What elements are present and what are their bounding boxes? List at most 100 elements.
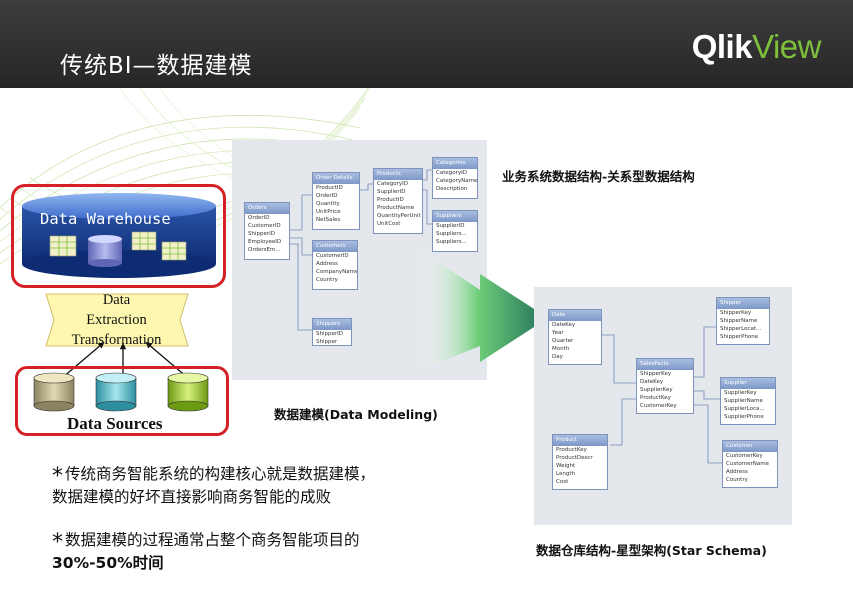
- bullet-line: 数据建模的过程通常占整个商务智能项目的: [65, 531, 360, 549]
- table-field: CustomerName: [726, 461, 769, 467]
- bullet-line: 传统商务智能系统的构建核心就是数据建模，: [65, 465, 376, 483]
- relational-links: [290, 169, 432, 331]
- table-field: ProductKey: [556, 447, 587, 453]
- table-supplier[interactable]: Supplier SupplierKey SupplierName Suppli…: [720, 377, 776, 425]
- table-field: ProductDescr: [556, 455, 593, 461]
- table-field: Quantity: [316, 201, 340, 207]
- table-title: Shipper: [717, 298, 769, 309]
- table-orders[interactable]: Orders OrderID CustomerID ShipperID Empl…: [244, 202, 290, 260]
- bullet-point-2: *数据建模的过程通常占整个商务智能项目的 30%-50%时间: [52, 530, 360, 574]
- table-shippers[interactable]: Shippers ShipperID Shipper: [312, 318, 352, 346]
- relational-side-label: 业务系统数据结构-关系型数据结构: [502, 169, 695, 184]
- table-field: Description: [436, 186, 468, 192]
- table-field: Length: [556, 471, 575, 477]
- table-field: SupplierKey: [640, 387, 673, 393]
- etl-line-3: Transformation: [71, 332, 162, 348]
- table-suppliers[interactable]: Suppliers SupplierID Suppliers... Suppli…: [432, 210, 478, 252]
- table-order-details[interactable]: Order Details ProductID OrderID Quantity…: [312, 172, 360, 230]
- data-warehouse-label: Data Warehouse: [40, 210, 171, 228]
- table-shipper[interactable]: Shipper ShipperKey ShipperName ShipperLo…: [716, 297, 770, 345]
- table-field: Day: [552, 354, 563, 360]
- data-modeling-caption: 数据建模(Data Modeling): [274, 407, 438, 422]
- bullet-star: *: [52, 530, 63, 555]
- table-field: Cost: [556, 479, 569, 485]
- table-field: CategoryName: [436, 178, 477, 184]
- table-field: CustomerKey: [726, 453, 763, 459]
- bullet-line: 数据建模的好坏直接影响商务智能的成败: [52, 488, 332, 506]
- transition-arrow-icon: [420, 250, 548, 370]
- table-field: ProductID: [316, 185, 343, 191]
- table-field: Weight: [556, 463, 576, 469]
- table-field: ProductID: [377, 197, 404, 203]
- table-field: Shipper: [316, 339, 338, 345]
- table-field: SupplierPhone: [724, 414, 764, 420]
- table-field: UnitPrice: [316, 209, 341, 215]
- table-field: SupplierID: [436, 223, 465, 229]
- table-field: ShipperID: [316, 331, 343, 337]
- table-title: Products: [374, 169, 422, 180]
- data-sources-cylinders: [33, 372, 209, 412]
- bullet-line: 30%-50%时间: [52, 554, 164, 572]
- bullet-star: *: [52, 464, 63, 489]
- data-warehouse-illustration: [22, 193, 216, 278]
- table-field: NetSales: [316, 217, 341, 223]
- star-schema-links: [602, 326, 722, 464]
- table-field: CompanyName: [316, 269, 357, 275]
- table-field: CustomerID: [248, 223, 281, 229]
- table-title: Date: [549, 310, 601, 321]
- qlikview-logo: QlikView: [692, 28, 822, 66]
- table-title: SalesFacts: [637, 359, 693, 370]
- star-schema-caption: 数据仓库结构-星型架构(Star Schema): [536, 543, 767, 558]
- etl-label: Data Extraction Transformation: [46, 290, 187, 350]
- table-field: EmployeeID: [248, 239, 282, 245]
- table-customer[interactable]: Customer CustomerKey CustomerName Addres…: [722, 440, 778, 488]
- table-field: ProductName: [377, 205, 415, 211]
- table-title: Shippers: [313, 319, 351, 330]
- table-field: SupplierID: [377, 189, 406, 195]
- data-warehouse-frame: [11, 184, 226, 288]
- table-field: Quarter: [552, 338, 574, 344]
- table-field: Country: [316, 277, 338, 283]
- table-field: ShipperLocat...: [720, 326, 762, 332]
- table-product[interactable]: Product ProductKey ProductDescr Weight L…: [552, 434, 608, 490]
- table-field: SupplierName: [724, 398, 763, 404]
- data-sources-frame: [15, 366, 229, 436]
- bullet-point-1: *传统商务智能系统的构建核心就是数据建模， 数据建模的好坏直接影响商务智能的成败: [52, 464, 375, 508]
- data-sources-label: Data Sources: [67, 414, 163, 433]
- table-field: ShipperKey: [640, 371, 672, 377]
- table-field: ShipperKey: [720, 310, 752, 316]
- table-field: UnitCost: [377, 221, 401, 227]
- table-field: ShipperID: [248, 231, 275, 237]
- table-field: SupplierLoca...: [724, 406, 765, 412]
- table-field: ProductKey: [640, 395, 671, 401]
- table-field: ShipperName: [720, 318, 758, 324]
- table-title: Customers: [313, 241, 357, 252]
- header-bar: 传统BI—数据建模 QlikView: [0, 0, 853, 88]
- table-field: Suppliers...: [436, 239, 467, 245]
- table-field: Suppliers...: [436, 231, 467, 237]
- table-title: Categories: [433, 158, 477, 169]
- etl-line-1: Data: [102, 292, 131, 308]
- table-title: Supplier: [721, 378, 775, 389]
- table-date[interactable]: Date DateKey Year Quarter Month Day: [548, 309, 602, 365]
- table-field: OrderID: [248, 215, 270, 221]
- table-field: CustomerID: [316, 253, 349, 259]
- table-field: CategoryID: [377, 181, 408, 187]
- table-field: Address: [316, 261, 338, 267]
- table-title: Product: [553, 435, 607, 446]
- table-products[interactable]: Products CategoryID SupplierID ProductID…: [373, 168, 423, 234]
- table-field: SupplierKey: [724, 390, 757, 396]
- page-title: 传统BI—数据建模: [60, 53, 253, 79]
- table-field: DateKey: [552, 322, 576, 328]
- table-field: OrderID: [316, 193, 338, 199]
- etl-scroll-shape: [45, 293, 189, 347]
- table-categories[interactable]: Categories CategoryID CategoryName Descr…: [432, 157, 478, 199]
- table-field: ShipperPhone: [720, 334, 759, 340]
- table-sales-facts[interactable]: SalesFacts ShipperKey DateKey SupplierKe…: [636, 358, 694, 414]
- etl-arrows: [61, 341, 189, 379]
- table-field: Address: [726, 469, 748, 475]
- table-field: Country: [726, 477, 748, 483]
- table-customers[interactable]: Customers CustomerID Address CompanyName…: [312, 240, 358, 290]
- logo-text-view: View: [752, 28, 821, 65]
- table-title: Order Details: [313, 173, 359, 184]
